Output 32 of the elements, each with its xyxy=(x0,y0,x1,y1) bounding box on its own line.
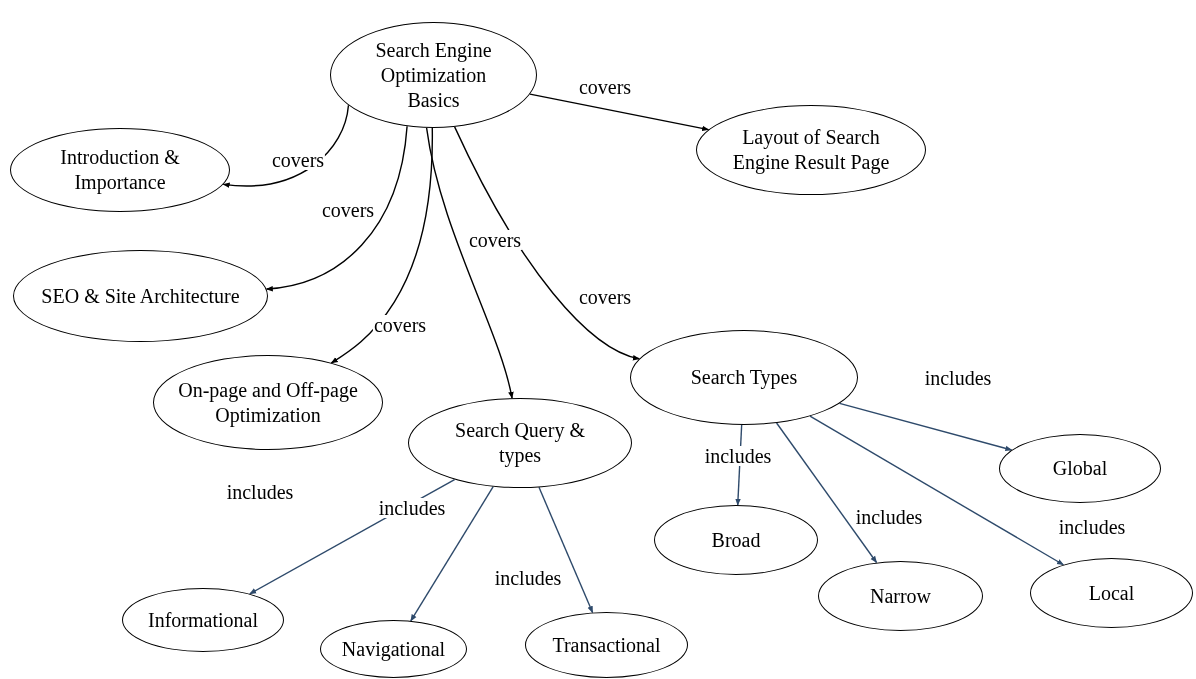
topic-text: Local xyxy=(1088,580,1135,606)
topic-text: Global xyxy=(1052,456,1108,481)
edge-label: includes xyxy=(703,446,773,466)
arrow xyxy=(529,93,710,132)
topic-text: Transactional xyxy=(552,632,661,658)
edge-label: includes xyxy=(225,482,295,502)
topic-text: Layout of Search Engine Result Page xyxy=(731,125,891,175)
edge-label: covers xyxy=(467,230,523,250)
topic-text: Search Engine Optimization Basics xyxy=(374,37,493,113)
topic-text: Informational xyxy=(148,607,258,633)
arrow xyxy=(809,415,1065,566)
arrow xyxy=(330,127,433,364)
edge-label: covers xyxy=(372,315,428,335)
edge-label: includes xyxy=(377,498,447,518)
edge-label: includes xyxy=(923,368,993,388)
arrow xyxy=(838,402,1013,452)
topic-text: SEO & Site Architecture xyxy=(41,283,240,309)
topic-text: Narrow xyxy=(869,583,932,609)
arrow xyxy=(453,126,640,360)
topic-text: Search Query & types xyxy=(454,418,586,468)
topic-text: Broad xyxy=(711,527,761,553)
topic-text: Introduction & Importance xyxy=(59,145,181,195)
arrow xyxy=(425,127,514,399)
topic-text: Search Types xyxy=(690,365,798,390)
arrow xyxy=(222,104,350,188)
topic-text: On-page and Off-page Optimization xyxy=(178,377,358,428)
edge-label: includes xyxy=(854,507,924,527)
arrow xyxy=(410,486,494,622)
arrow xyxy=(538,486,594,614)
topic-text: Navigational xyxy=(341,636,446,662)
edge-label: includes xyxy=(493,568,563,588)
edge-label: includes xyxy=(1057,517,1127,537)
